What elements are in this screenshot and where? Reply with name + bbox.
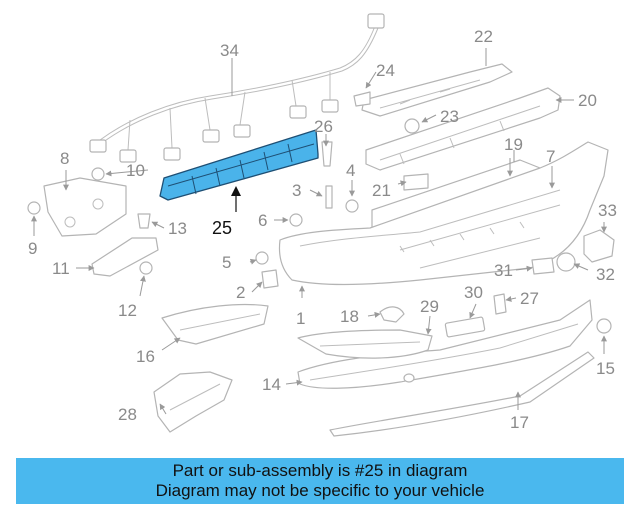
callout-5[interactable]: 5 — [222, 253, 231, 272]
callout-26[interactable]: 26 — [314, 117, 333, 136]
callout-14[interactable]: 14 — [262, 375, 281, 394]
callout-15[interactable]: 15 — [596, 359, 615, 378]
callout-1[interactable]: 1 — [296, 309, 305, 328]
callout-16[interactable]: 16 — [136, 347, 155, 366]
callout-30[interactable]: 30 — [464, 283, 483, 302]
impact-bar-part[interactable] — [365, 87, 561, 171]
callout-27[interactable]: 27 — [520, 289, 539, 308]
callout-22[interactable]: 22 — [474, 27, 493, 46]
banner-line-1: Part or sub-assembly is #25 in diagram — [172, 461, 468, 480]
callout-10[interactable]: 10 — [126, 161, 145, 180]
upper-bracket-part[interactable] — [361, 63, 513, 117]
lower-valance-part[interactable] — [297, 299, 593, 389]
callout-7[interactable]: 7 — [546, 147, 555, 166]
callout-24[interactable]: 24 — [376, 61, 395, 80]
callout-18[interactable]: 18 — [340, 307, 359, 326]
part-25-leader — [231, 186, 241, 212]
callout-33[interactable]: 33 — [598, 201, 617, 220]
callout-19[interactable]: 19 — [504, 135, 523, 154]
bumper-cover-part[interactable] — [278, 141, 609, 286]
callout-2[interactable]: 2 — [236, 283, 245, 302]
callout-21[interactable]: 21 — [372, 181, 391, 200]
callout-9[interactable]: 9 — [28, 239, 37, 258]
callout-31[interactable]: 31 — [494, 261, 513, 280]
callout-29[interactable]: 29 — [420, 297, 439, 316]
reflector-part[interactable] — [297, 329, 433, 359]
banner-line-2: Diagram may not be specific to your vehi… — [155, 481, 485, 500]
info-banner: Part or sub-assembly is #25 in diagram D… — [16, 458, 624, 504]
callout-6[interactable]: 6 — [258, 211, 267, 230]
lower-side-bracket-part[interactable] — [91, 237, 159, 277]
wiring-harness-part[interactable] — [89, 13, 385, 163]
callout-13[interactable]: 13 — [168, 219, 187, 238]
fasteners — [27, 91, 612, 334]
parts-diagram: 1 2 3 4 5 6 7 8 9 10 11 12 13 14 15 16 1… — [27, 13, 617, 437]
callout-labels: 1 2 3 4 5 6 7 8 9 10 11 12 13 14 15 16 1… — [28, 27, 617, 432]
callout-4[interactable]: 4 — [346, 161, 355, 180]
corner-bracket-part[interactable] — [153, 371, 233, 433]
callout-17[interactable]: 17 — [510, 413, 529, 432]
callout-3[interactable]: 3 — [292, 181, 301, 200]
right-bracket-part[interactable] — [583, 229, 615, 263]
callout-34[interactable]: 34 — [220, 41, 239, 60]
callout-32[interactable]: 32 — [596, 265, 615, 284]
callout-20[interactable]: 20 — [578, 91, 597, 110]
leader-lines — [31, 48, 607, 415]
small-bracket-part[interactable] — [444, 316, 486, 338]
callout-25[interactable]: 25 — [212, 218, 232, 238]
callout-11[interactable]: 11 — [52, 259, 70, 278]
callout-28[interactable]: 28 — [118, 405, 137, 424]
callout-23[interactable]: 23 — [440, 107, 459, 126]
lower-trim-part[interactable] — [329, 351, 595, 437]
part-25-highlight[interactable] — [159, 129, 319, 201]
side-bracket-upper-part[interactable] — [43, 177, 127, 237]
side-bracket-lower-part[interactable] — [161, 303, 269, 345]
callout-8[interactable]: 8 — [60, 149, 69, 168]
callout-12[interactable]: 12 — [118, 301, 137, 320]
